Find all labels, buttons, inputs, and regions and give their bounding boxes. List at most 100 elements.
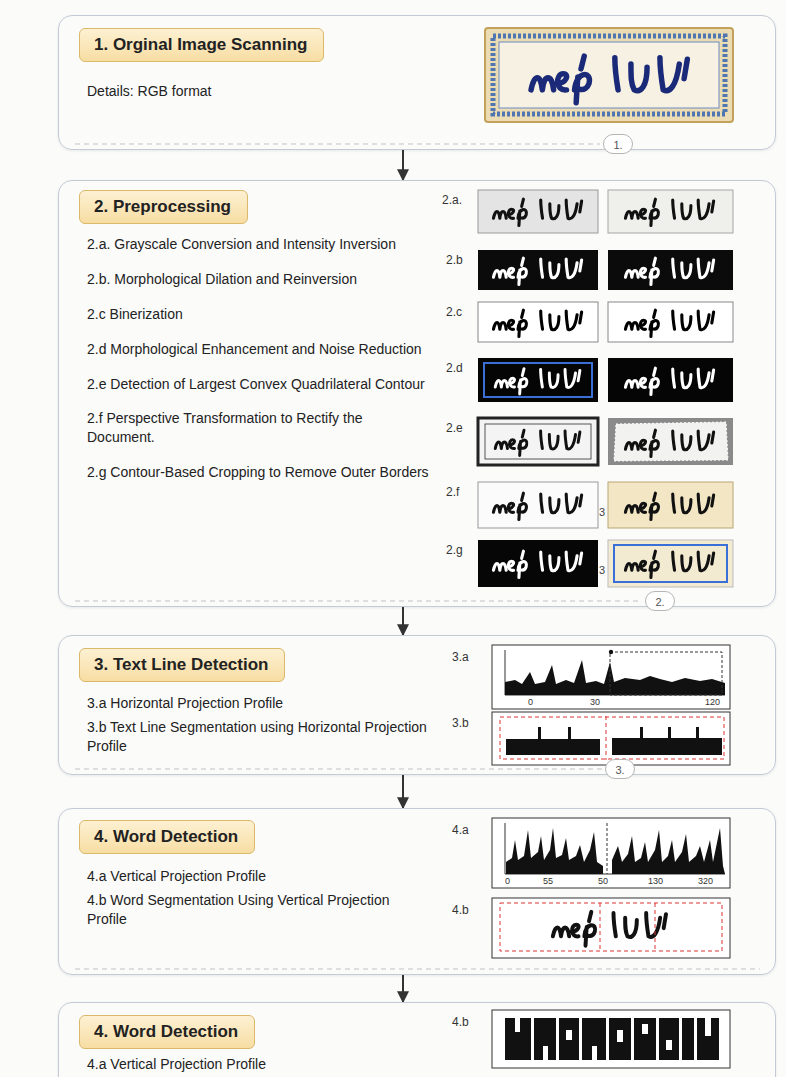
section-panel: 4. Word Detection 4.a Vertical Projection… [58,1002,776,1077]
stray-mark: 3 [599,506,605,519]
step-item: 2.a. Grayscale Conversion and Intensity … [87,235,432,254]
step-badge: 1. [603,134,633,154]
thumbnail-image [625,430,713,456]
section-heading: 1. Orginal Image Scanning [94,35,308,55]
thumbnail-image [478,250,598,290]
scanned-document [485,28,733,122]
word-blocks-image [492,1010,730,1068]
step-item: Details: RGB format [87,82,467,101]
scanned-document [531,56,687,103]
word-blocks-image [592,1046,597,1060]
word-blocks-image [505,1018,531,1060]
panel-dashes [75,768,602,769]
thumbnail-image [478,190,733,587]
word-blocks-image [566,1030,572,1040]
scanned-document [493,36,725,114]
scanned-document [485,28,733,122]
heading-pill: 2. Preprocessing [79,190,248,224]
flow-arrow [402,775,404,808]
axis-tick: 130 [648,876,663,886]
thumbnail-image [608,358,733,402]
thumbnail-label: 2.b [446,253,463,267]
thumbnail-image [608,540,733,587]
horizontal-profile-chart [610,652,722,695]
line-segmentation-chart [506,727,722,755]
thumbnail-label: 2.a. [442,193,462,207]
section-panel: 2. Preprocessing 2.a. Grayscale Conversio… [58,180,776,607]
thumbnail-image [625,368,713,394]
word-blocks-image [659,1018,679,1060]
flow-arrow [402,607,404,635]
step-item: 4.b Word Segmentation Using Vertical Pro… [87,891,432,929]
word-segmentation-image [600,903,601,951]
thumbnail-image [478,418,598,465]
axis-tick: 120 [705,697,720,707]
thumbnail-image [614,422,728,461]
vertical-profile-chart [492,818,730,888]
stray-mark: 3 [599,564,605,577]
word-blocks-image [666,1040,672,1050]
step-item: 4.a Vertical Projection Profile [87,1055,432,1074]
vertical-profile-chart [492,818,730,888]
thumbnail-image [608,418,733,465]
thumbnail-image [608,250,733,290]
panel-dashes [75,144,760,969]
thumbnail-image [625,258,713,284]
line-segmentation-chart [492,712,730,765]
word-segmentation-image [655,903,656,951]
thumbnail-image [495,430,580,455]
word-blocks-image [634,1018,656,1060]
thumbnail-label: 4.b [452,1015,469,1029]
thumbnail-image [625,551,713,577]
word-segmentation-image [492,898,730,958]
thumbnail-image [493,310,581,336]
panel-dashes [75,600,642,601]
word-blocks-image [697,1018,719,1060]
panel-dashes [75,143,600,144]
section-heading: 4. Word Detection [94,827,238,847]
section-panel: 1. Orginal Image ScanningDetails: RGB fo… [58,15,776,150]
thumbnail-label: 2.f [446,485,459,499]
step-item: 3.b Text Line Segmentation using Horizon… [87,718,432,756]
section-panel: 4. Word Detection 4.a Vertical Projection… [58,808,776,975]
axis-tick: 30 [590,697,600,707]
step-item: 2.b. Morphological Dilation and Reinvers… [87,270,432,289]
section-heading: 3. Text Line Detection [94,655,268,675]
thumbnail-label: 2.c [446,305,462,319]
thumbnail-label: 2.d [446,361,463,375]
thumbnail-image [478,482,598,528]
section-heading: 4. Word Detection [94,1022,238,1042]
word-blocks-image [515,1018,520,1032]
thumbnail-label: 4.a [452,823,469,837]
thumbnail-label: 2.g [446,543,463,557]
thumbnail-image [478,540,598,587]
line-segmentation-chart [492,712,730,765]
thumbnail-image [493,551,581,577]
horizontal-profile-chart [492,645,730,709]
line-segmentation-chart [500,717,724,759]
horizontal-profile-chart [609,650,613,654]
word-blocks-image [559,1018,579,1060]
thumbnail-label: 3.b [452,716,469,730]
vertical-profile-chart [506,828,725,874]
word-blocks-image [582,1018,606,1060]
word-blocks-image [534,1018,556,1060]
heading-pill: 4. Word Detection [79,820,255,854]
horizontal-profile-chart [505,660,725,695]
thumbnail-image [495,369,580,394]
thumbnail-label: 2.e [446,421,463,435]
word-segmentation-image [553,912,666,946]
word-segmentation-image [500,903,722,951]
heading-pill: 1. Orginal Image Scanning [79,28,324,62]
axis-tick: 0 [528,697,533,707]
flow-arrow [402,150,404,180]
line-segmentation-chart [606,716,607,760]
thumbnail-image [608,190,733,233]
step-item: 4.a Vertical Projection Profile [87,867,432,886]
word-blocks-image [543,1046,548,1060]
word-blocks-image [609,1018,631,1060]
word-segmentation-image [492,898,730,958]
step-item: 2.e Detection of Largest Convex Quadrila… [87,375,432,394]
vertical-profile-chart [505,823,506,874]
word-blocks-image [682,1018,694,1060]
